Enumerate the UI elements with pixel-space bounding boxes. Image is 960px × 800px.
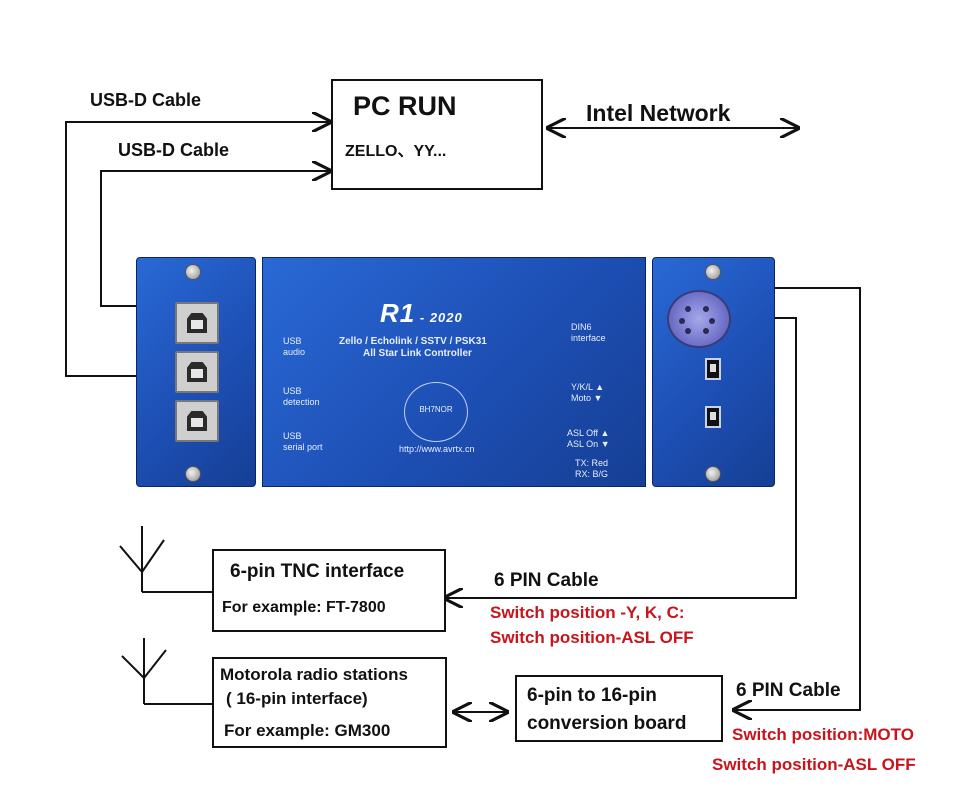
usb-cable-2-label: USB-D Cable — [118, 140, 230, 160]
six-pin-cable-1-label: 6 PIN Cable — [494, 570, 599, 591]
switch2-line1: Switch position:MOTO — [732, 725, 914, 744]
bh7nor-seal: BH7NOR — [404, 382, 468, 442]
switch2-line2: Switch position-ASL OFF — [712, 755, 916, 774]
antenna-icon — [119, 526, 213, 593]
usb-port-icon[interactable] — [175, 400, 219, 442]
conversion-line1: 6-pin to 16-pin — [527, 685, 657, 706]
pc-run-box: PC RUN ZELLO、YY... — [331, 79, 543, 190]
usb-port-icon[interactable] — [175, 302, 219, 344]
r1-logo: R1 - 2020 — [380, 298, 463, 328]
device-website: http://www.avrtx.cn — [399, 444, 475, 454]
slide-switch-icon[interactable] — [705, 358, 721, 380]
tnc-interface-box: 6-pin TNC interface For example: FT-7800 — [212, 549, 446, 632]
network-label: Intel Network — [586, 100, 731, 126]
conversion-line2: conversion board — [527, 713, 687, 734]
pc-run-title: PC RUN — [353, 91, 457, 121]
screw-icon — [705, 466, 721, 482]
usb-port-icon[interactable] — [175, 351, 219, 393]
screw-icon — [185, 264, 201, 280]
switch1-line1: Switch position -Y, K, C: — [490, 603, 685, 622]
tnc-example: For example: FT-7800 — [222, 599, 386, 616]
device-line1: Zello / Echolink / SSTV / PSK31 — [339, 336, 487, 347]
six-pin-cable-1-wire — [445, 317, 797, 598]
slide-switch-icon[interactable] — [705, 406, 721, 428]
antenna-icon — [121, 638, 213, 705]
six-pin-cable-2-label: 6 PIN Cable — [736, 680, 841, 701]
device-usb-panel — [136, 257, 256, 487]
usb-cable-1-wire — [65, 122, 330, 377]
din6-connector-icon[interactable] — [667, 290, 731, 348]
motorola-box: Motorola radio stations ( 16-pin interfa… — [212, 657, 447, 748]
tnc-title: 6-pin TNC interface — [230, 561, 405, 582]
conversion-board-box: 6-pin to 16-pin conversion board — [515, 675, 723, 742]
usb-cable-1-label: USB-D Cable — [90, 90, 202, 110]
device-line2: All Star Link Controller — [363, 348, 472, 359]
motorola-title: Motorola radio stations — [220, 665, 408, 684]
switch1-line2: Switch position-ASL OFF — [490, 628, 694, 647]
usb-cable-2-wire — [100, 171, 330, 307]
screw-icon — [705, 264, 721, 280]
ykl-moto-label: Y/K/L ▲Moto ▼ — [571, 382, 605, 403]
screw-icon — [185, 466, 201, 482]
motorola-subtitle: ( 16-pin interface) — [226, 689, 368, 708]
asl-label: ASL Off ▲ASL On ▼ — [567, 428, 610, 449]
motorola-example: For example: GM300 — [224, 721, 391, 740]
six-pin-cable-2-wire — [734, 287, 861, 710]
pc-run-subtitle: ZELLO、YY... — [345, 143, 447, 160]
device-din-panel — [652, 257, 775, 487]
